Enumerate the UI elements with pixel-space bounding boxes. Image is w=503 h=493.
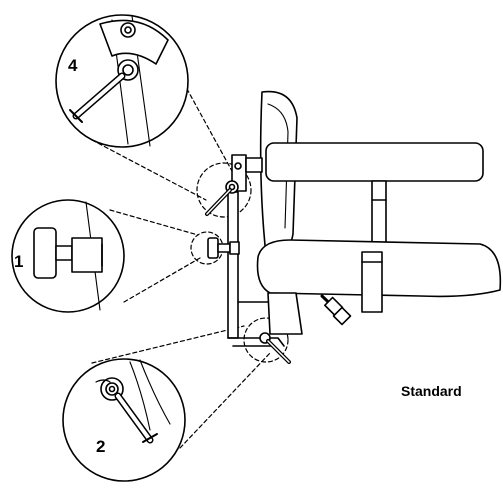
tilt-knob [320, 294, 352, 326]
lever-4-main [205, 180, 239, 216]
callout-1: 1 [11, 199, 125, 313]
callout-1-number: 1 [14, 252, 23, 271]
callout-4: 4 [55, 14, 189, 148]
support-bar [227, 191, 239, 339]
armrest-pad [265, 142, 484, 182]
leader-lines [91, 57, 271, 449]
callout-2: 2 [62, 358, 186, 482]
callout-2-number: 2 [96, 437, 105, 456]
callout-4-number: 4 [68, 56, 78, 75]
chair [205, 90, 502, 364]
lever-2-main [259, 332, 291, 364]
gas-lift [361, 251, 383, 313]
caption-standard: Standard [401, 383, 462, 399]
knob-1-main [207, 237, 240, 259]
